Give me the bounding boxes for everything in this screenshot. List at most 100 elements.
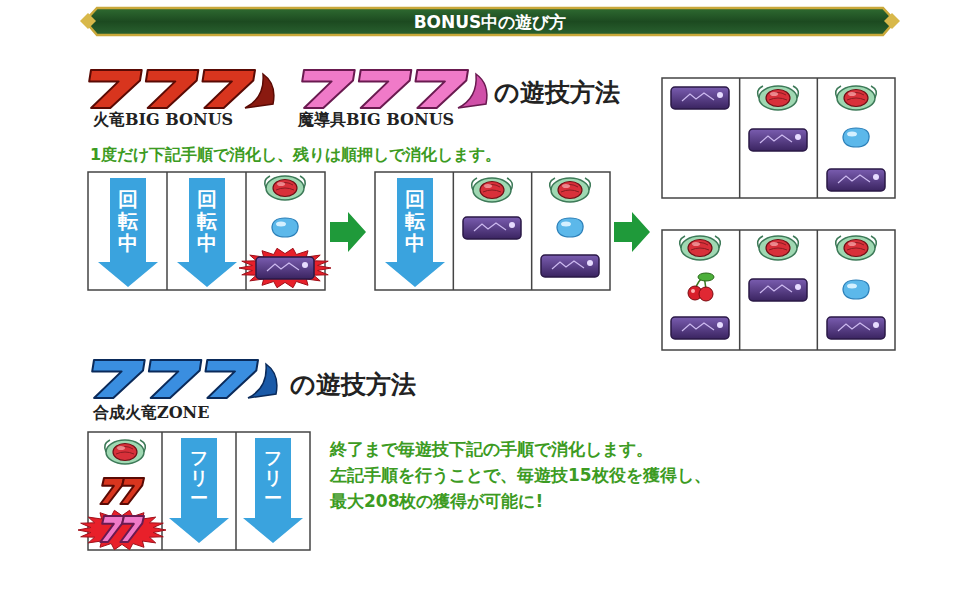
shape <box>843 280 869 299</box>
down-arrow: フリー <box>167 438 231 544</box>
shape <box>558 182 582 199</box>
instruction-text: 左記手順を行うことで、毎遊技15枚役を獲得し、 <box>330 464 711 487</box>
reel-panel <box>662 78 895 198</box>
bar-symbol <box>541 255 599 277</box>
header-band <box>80 8 900 35</box>
replay-symbol <box>557 218 583 237</box>
arrow-body <box>169 438 229 543</box>
shape <box>760 135 792 143</box>
seven-symbol <box>302 70 355 108</box>
shape <box>662 230 895 350</box>
shape <box>272 218 298 237</box>
shape <box>759 236 797 260</box>
shape <box>769 93 787 101</box>
down-arrow: 回転中 <box>383 178 447 288</box>
watermelon-symbol <box>758 236 799 260</box>
shape <box>453 172 455 290</box>
shape <box>682 93 714 101</box>
shape <box>692 242 700 246</box>
shape <box>699 287 713 301</box>
arrow-label: フリー <box>190 448 208 507</box>
arrow-body <box>98 178 158 287</box>
logo-caption: 合成火竜ZONE <box>93 403 209 424</box>
watermelon-symbol <box>472 178 513 202</box>
shape <box>302 262 308 268</box>
shape <box>662 78 895 198</box>
shape <box>739 230 741 350</box>
shape <box>463 217 521 239</box>
seven-symbol <box>416 70 469 108</box>
shape <box>827 317 885 339</box>
shape <box>509 222 515 228</box>
seven-symbol <box>146 70 198 108</box>
shape <box>766 90 790 107</box>
watermelon-symbol <box>836 236 877 260</box>
logo-caption: 火竜BIG BONUS <box>93 110 233 131</box>
bar-symbol <box>827 169 885 191</box>
arrow-label: 回転中 <box>197 188 217 254</box>
reel-panel <box>88 172 325 290</box>
shape <box>541 255 599 277</box>
shape <box>671 87 729 109</box>
shape <box>843 128 869 147</box>
bar-symbol <box>463 217 521 239</box>
shape <box>480 182 504 199</box>
watermelon-symbol <box>836 86 877 110</box>
shape <box>484 184 492 188</box>
logo-caption: 魔導具BIG BONUS <box>298 110 454 131</box>
seven-symbol <box>120 516 144 542</box>
shape <box>848 242 856 246</box>
shape <box>760 285 792 293</box>
header-title: BONUS中の遊び方 <box>414 11 567 34</box>
shape <box>256 257 314 279</box>
shape <box>717 322 723 328</box>
down-arrow: 回転中 <box>175 178 239 288</box>
shape <box>277 182 285 186</box>
shape <box>161 432 163 550</box>
instruction-text: 1度だけ下記手順で消化し、残りは順押しで消化します。 <box>90 145 501 166</box>
shape <box>770 92 778 96</box>
shape <box>562 184 570 188</box>
shape <box>276 222 286 227</box>
shape <box>795 284 801 290</box>
shape <box>837 236 875 260</box>
shape <box>671 317 729 339</box>
shape <box>166 172 168 290</box>
instruction-text: 最大208枚の獲得が可能に! <box>330 490 543 513</box>
cherry-symbol <box>688 273 714 301</box>
arrow-body <box>385 178 445 287</box>
shape <box>827 169 885 191</box>
section-heading: の遊技方法 <box>494 76 620 109</box>
shape <box>847 243 865 251</box>
shape <box>116 447 134 455</box>
shape <box>245 172 247 290</box>
bar-symbol <box>671 87 729 109</box>
bar-symbol <box>749 279 807 301</box>
shape <box>113 444 137 461</box>
burst-mark <box>239 248 331 287</box>
shape <box>473 178 511 202</box>
seven-symbol <box>203 70 256 108</box>
down-arrow: フリー <box>241 438 305 544</box>
shape <box>106 440 144 464</box>
watermelon-symbol <box>680 236 721 260</box>
arrow-body <box>243 438 303 543</box>
arrow-label: 回転中 <box>118 188 138 254</box>
reel-panel <box>375 172 610 290</box>
shape <box>844 90 868 107</box>
shape <box>266 176 304 200</box>
shape <box>235 432 237 550</box>
arrow-label: フリー <box>264 448 282 507</box>
shape <box>837 86 875 110</box>
shape <box>766 240 790 257</box>
step-arrow <box>614 212 650 252</box>
shape <box>817 230 819 350</box>
shape <box>838 175 870 183</box>
shape <box>681 236 719 260</box>
shape <box>483 185 501 193</box>
watermelon-symbol <box>550 178 591 202</box>
seven-symbol <box>92 360 145 398</box>
seven-symbol <box>100 478 124 504</box>
shape <box>375 172 610 290</box>
down-arrow: 回転中 <box>96 178 160 288</box>
